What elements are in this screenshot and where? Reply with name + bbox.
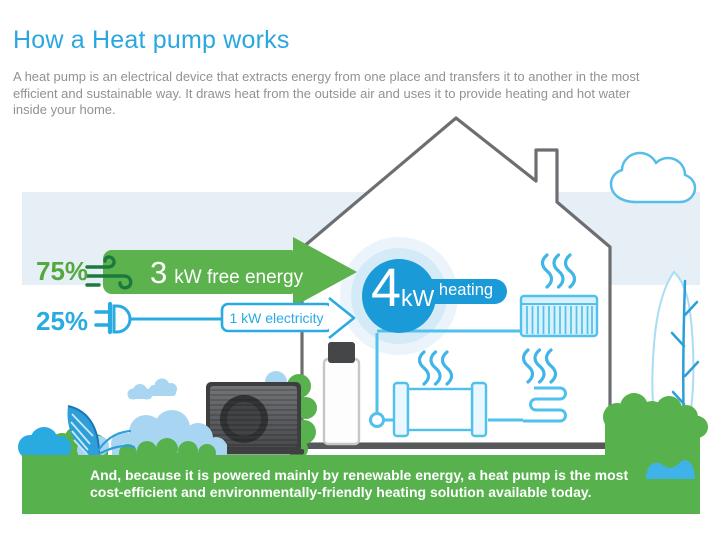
bush-icon (18, 410, 227, 462)
intro-line: efficient and sustainable way. It draws … (13, 85, 631, 101)
output-bubble (362, 259, 436, 333)
output-unit: kW (401, 285, 435, 311)
bush-icon (603, 393, 708, 460)
small-cloud-icon (127, 378, 177, 400)
banner-text: And, because it is powered mainly by ren… (90, 467, 628, 501)
output-label: heating (438, 281, 494, 299)
pond-icon (646, 460, 695, 479)
free-energy-label: 3 kW free energy (150, 255, 303, 291)
electricity-arrowhead (328, 296, 356, 340)
cloud-icon (609, 151, 697, 204)
radiator-icon (519, 294, 599, 338)
electricity-percent: 25% (36, 306, 89, 336)
plug-icon (94, 301, 132, 335)
wind-icon (85, 255, 133, 290)
output-value: 4 (371, 258, 402, 318)
heating-coil-icon (523, 386, 567, 423)
water-cylinder-icon (322, 342, 361, 446)
house-floor-line (302, 443, 612, 449)
free-energy-unit: kW free energy (174, 267, 304, 288)
page-title: How a Heat pump works (13, 26, 290, 54)
banner-line: And, because it is powered mainly by ren… (90, 467, 629, 483)
banner-line: cost-efficient and environmentally-frien… (90, 484, 592, 500)
free-energy-value: 3 (150, 255, 168, 290)
electricity-label: 1 kW electricity (229, 310, 324, 326)
intro-paragraph: A heat pump is an electrical device that… (13, 69, 640, 119)
hot-water-tank-icon (392, 381, 488, 438)
heat-pump-outdoor-unit (203, 382, 304, 455)
intro-line: inside your home. (13, 102, 116, 117)
free-energy-arrow (103, 237, 357, 307)
free-energy-percent: 75% (36, 256, 89, 286)
intro-line: A heat pump is an electrical device that… (13, 69, 640, 84)
banner-background (22, 455, 700, 514)
leaf-sail-icon (67, 405, 136, 457)
pipe-junction (369, 412, 385, 428)
output-value-group: 4 kW (371, 261, 434, 315)
